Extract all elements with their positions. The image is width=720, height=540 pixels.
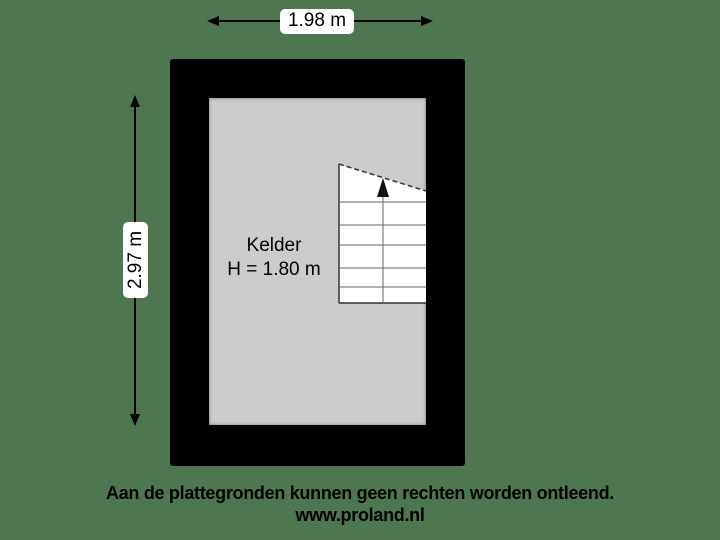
height-dimension-label: 2.97 m — [123, 222, 148, 298]
footer: Aan de plattegronden kunnen geen rechten… — [0, 482, 720, 526]
width-dimension-label: 1.98 m — [280, 9, 354, 34]
disclaimer-text: Aan de plattegronden kunnen geen rechten… — [106, 483, 614, 503]
website-link[interactable]: www.proland.nl — [295, 505, 425, 525]
room-name: Kelder — [246, 235, 302, 256]
room-height: H = 1.80 m — [227, 259, 321, 280]
staircase — [338, 163, 427, 304]
stair-direction-arrow-icon — [377, 178, 389, 197]
room-label: Kelder H = 1.80 m — [209, 234, 339, 282]
height-dimension-text: 2.97 m — [125, 230, 146, 290]
